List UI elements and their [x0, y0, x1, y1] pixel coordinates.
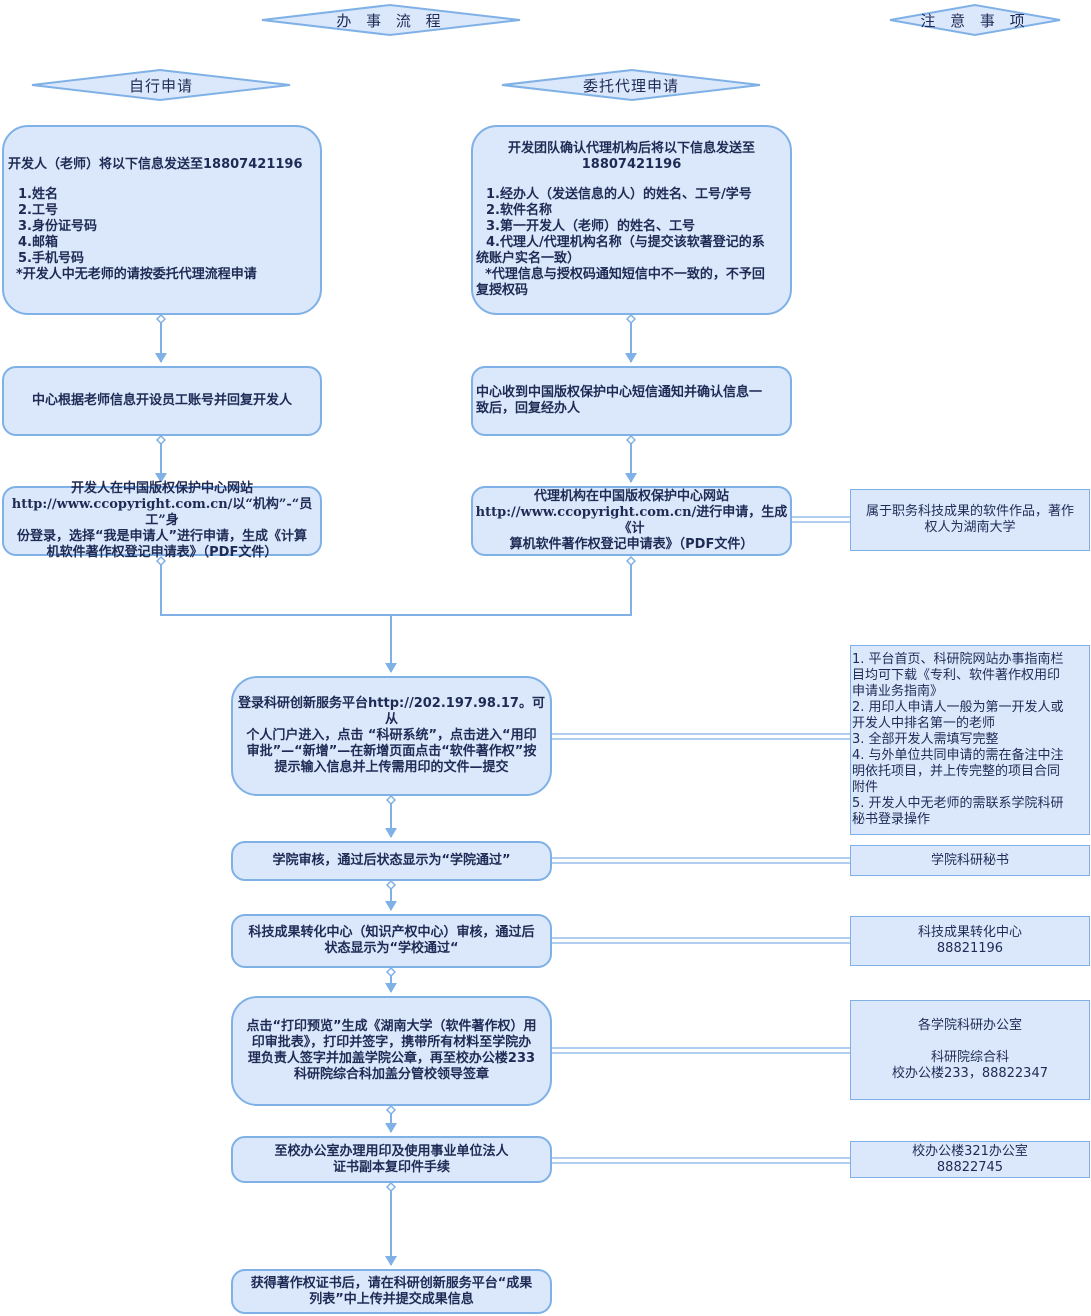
step-college-review: 学院审核，通过后状态显示为“学院通过”	[231, 841, 552, 881]
step-college-review-text: 学院审核，通过后状态显示为“学院通过”	[272, 853, 511, 868]
header-process-shape	[261, 3, 521, 37]
self-step-open-account: 中心根据老师信息开设员工账号并回复开发人	[2, 366, 322, 436]
note-college-secretary: 学院科研秘书	[850, 845, 1090, 876]
note-ownership-line: 权人为湖南大学	[924, 520, 1016, 535]
step-print-sign-line: 点击“打印预览”生成《湖南大学（软件著作权）用	[246, 1019, 537, 1034]
agent-info-item: 复授权码	[476, 283, 529, 298]
agent-info-item: 4.代理人/代理机构名称（与提交该软著登记的系	[486, 235, 765, 250]
note-platform-line: 秘书登录操作	[852, 812, 931, 827]
self-step-ccopyright-line3: 份登录，选择“我是申请人”进行申请，生成《计算	[16, 529, 308, 544]
self-info-item: 1.姓名	[18, 187, 58, 202]
step-print-sign: 点击“打印预览”生成《湖南大学（软件著作权）用 印审批表》，打印并签字，携带所有…	[231, 996, 552, 1106]
step-office-seal: 至校办公室办理用印及使用事业单位法人 证书副本复印件手续	[231, 1136, 552, 1183]
step-platform-login-line: 登录科研创新服务平台http://202.197.98.17。可从	[238, 696, 545, 727]
self-step-ccopyright-line4: 机软件著作权登记申请表》（PDF文件）	[46, 545, 278, 560]
agent-info-item: 3.第一开发人（老师）的姓名、工号	[486, 219, 695, 234]
agent-step-ccopyright: 代理机构在中国版权保护中心网站 http://www.ccopyright.co…	[471, 486, 792, 556]
agent-info-item: 2.软件名称	[486, 203, 552, 218]
header-self-apply: 自行申请	[128, 76, 193, 95]
header-notes-shape	[889, 3, 1061, 37]
note-tech-center-line: 88821196	[936, 941, 1004, 956]
note-platform-line: 4. 与外单位共同申请的需在备注中注	[852, 748, 1064, 763]
note-platform-line: 目均可下载《专利、软件著作权用印	[852, 668, 1061, 683]
note-research-office: 各学院科研办公室 科研院综合科 校办公楼233，88822347	[850, 1000, 1090, 1100]
note-room-321-line: 88822745	[936, 1159, 1004, 1175]
step-upload-result-line: 列表”中上传并提交成果信息	[309, 1291, 474, 1307]
agent-info-item: *代理信息与授权码通知短信中不一致的，不予回	[476, 267, 765, 282]
step-print-sign-line: 印审批表》，打印并签字，携带所有材料至学院办	[251, 1035, 532, 1050]
agent-step-send-info-title2: 18807421196	[581, 157, 682, 172]
note-college-secretary-text: 学院科研秘书	[930, 852, 1009, 868]
agent-step-send-info: 开发团队确认代理机构后将以下信息发送至 18807421196 1.经办人（发送…	[471, 125, 792, 315]
self-step-open-account-text: 中心根据老师信息开设员工账号并回复开发人	[31, 393, 292, 408]
note-room-321-line: 校办公楼321办公室	[912, 1143, 1028, 1159]
header-agent-shape	[501, 68, 761, 102]
header-agent-apply: 委托代理申请	[582, 76, 679, 95]
agent-step-ccopyright-line2: http://www.ccopyright.com.cn/进行申请，生成《计	[475, 505, 788, 536]
agent-step-ccopyright-line1: 代理机构在中国版权保护中心网站	[533, 489, 729, 504]
step-center-review-line: 科技成果转化中心（知识产权中心）审核，通过后	[248, 925, 535, 940]
step-platform-login-line: 提示输入信息并上传需用印的文件—提交	[274, 760, 509, 775]
step-platform-login: 登录科研创新服务平台http://202.197.98.17。可从 个人门户进入…	[231, 676, 552, 796]
note-research-office-line: 科研院综合科	[930, 1050, 1009, 1065]
note-tech-center: 科技成果转化中心 88821196	[850, 916, 1090, 966]
note-ownership-line: 属于职务科技成果的软件作品，著作	[865, 504, 1074, 519]
note-research-office-line: 各学院科研办公室	[917, 1018, 1022, 1033]
step-upload-result: 获得著作权证书后，请在科研创新服务平台“成果 列表”中上传并提交成果信息	[231, 1269, 552, 1314]
note-platform-line: 5. 开发人中无老师的需联系学院科研	[852, 796, 1064, 811]
note-ownership: 属于职务科技成果的软件作品，著作 权人为湖南大学	[850, 489, 1090, 551]
header-notes: 注 意 事 项	[920, 11, 1030, 30]
self-step-ccopyright: 开发人在中国版权保护中心网站 http://www.ccopyright.com…	[2, 481, 322, 560]
agent-info-item: 统账户实名一致）	[476, 251, 581, 266]
step-center-review: 科技成果转化中心（知识产权中心）审核，通过后 状态显示为“学校通过“	[231, 914, 552, 968]
note-platform-line: 附件	[852, 780, 879, 795]
note-platform-line: 3. 全部开发人需填写完整	[852, 732, 999, 747]
note-platform-line: 开发人中排名第一的老师	[852, 716, 996, 731]
self-info-item: 3.身份证号码	[18, 219, 97, 234]
step-platform-login-line: 审批”—“新增”—在新增页面点击“软件著作权”按	[246, 744, 537, 759]
note-research-office-line: 校办公楼233，88822347	[892, 1066, 1048, 1081]
step-print-sign-line: 科研院综合科加盖分管校领导签章	[293, 1067, 489, 1082]
agent-step-confirm-line1: 中心收到中国版权保护中心短信通知并确认信息一	[476, 385, 763, 400]
agent-step-confirm: 中心收到中国版权保护中心短信通知并确认信息一 致后，回复经办人	[471, 366, 792, 436]
step-center-review-line: 状态显示为“学校通过“	[324, 941, 459, 956]
self-info-item: 5.手机号码	[18, 251, 84, 266]
header-self-shape	[31, 68, 291, 102]
step-office-seal-line: 至校办公室办理用印及使用事业单位法人	[274, 1143, 509, 1159]
self-info-item: 4.邮箱	[18, 235, 58, 250]
self-step-send-info: 开发人（老师）将以下信息发送至18807421196 1.姓名 2.工号 3.身…	[2, 125, 322, 315]
agent-info-item: 1.经办人（发送信息的人）的姓名、工号/学号	[486, 187, 752, 202]
self-info-item: 2.工号	[18, 203, 58, 218]
agent-step-ccopyright-line3: 算机软件著作权登记申请表》（PDF文件）	[509, 537, 754, 552]
self-step-ccopyright-line2: http://www.ccopyright.com.cn/以“机构”-“员工”身	[11, 497, 313, 528]
step-print-sign-line: 理负责人签字并加盖学院公章，再至校办公楼233	[247, 1051, 536, 1066]
header-process: 办 事 流 程	[336, 11, 446, 30]
note-platform-line: 申请业务指南》	[852, 684, 944, 699]
note-platform-line: 2. 用印人申请人一般为第一开发人或	[852, 700, 1064, 715]
step-office-seal-line: 证书副本复印件手续	[332, 1159, 450, 1175]
note-tech-center-line: 科技成果转化中心	[917, 925, 1022, 940]
step-platform-login-line: 个人门户进入，点击 “科研系统”，点击进入“用印	[246, 728, 537, 743]
note-platform-line: 1. 平台首页、科研院网站办事指南栏	[852, 652, 1064, 667]
agent-step-confirm-line2: 致后，回复经办人	[476, 401, 581, 416]
note-room-321: 校办公楼321办公室 88822745	[850, 1141, 1090, 1178]
self-step-ccopyright-line1: 开发人在中国版权保护中心网站	[70, 481, 253, 496]
step-upload-result-line: 获得著作权证书后，请在科研创新服务平台“成果	[250, 1275, 533, 1291]
note-platform-guide: 1. 平台首页、科研院网站办事指南栏 目均可下载《专利、软件著作权用印 申请业务…	[850, 645, 1090, 835]
agent-step-send-info-title1: 开发团队确认代理机构后将以下信息发送至	[507, 141, 755, 156]
self-info-item: *开发人中无老师的请按委托代理流程申请	[16, 267, 257, 282]
self-step-send-info-title: 开发人（老师）将以下信息发送至18807421196	[8, 157, 303, 172]
note-platform-line: 明依托项目，并上传完整的项目合同	[852, 764, 1061, 779]
